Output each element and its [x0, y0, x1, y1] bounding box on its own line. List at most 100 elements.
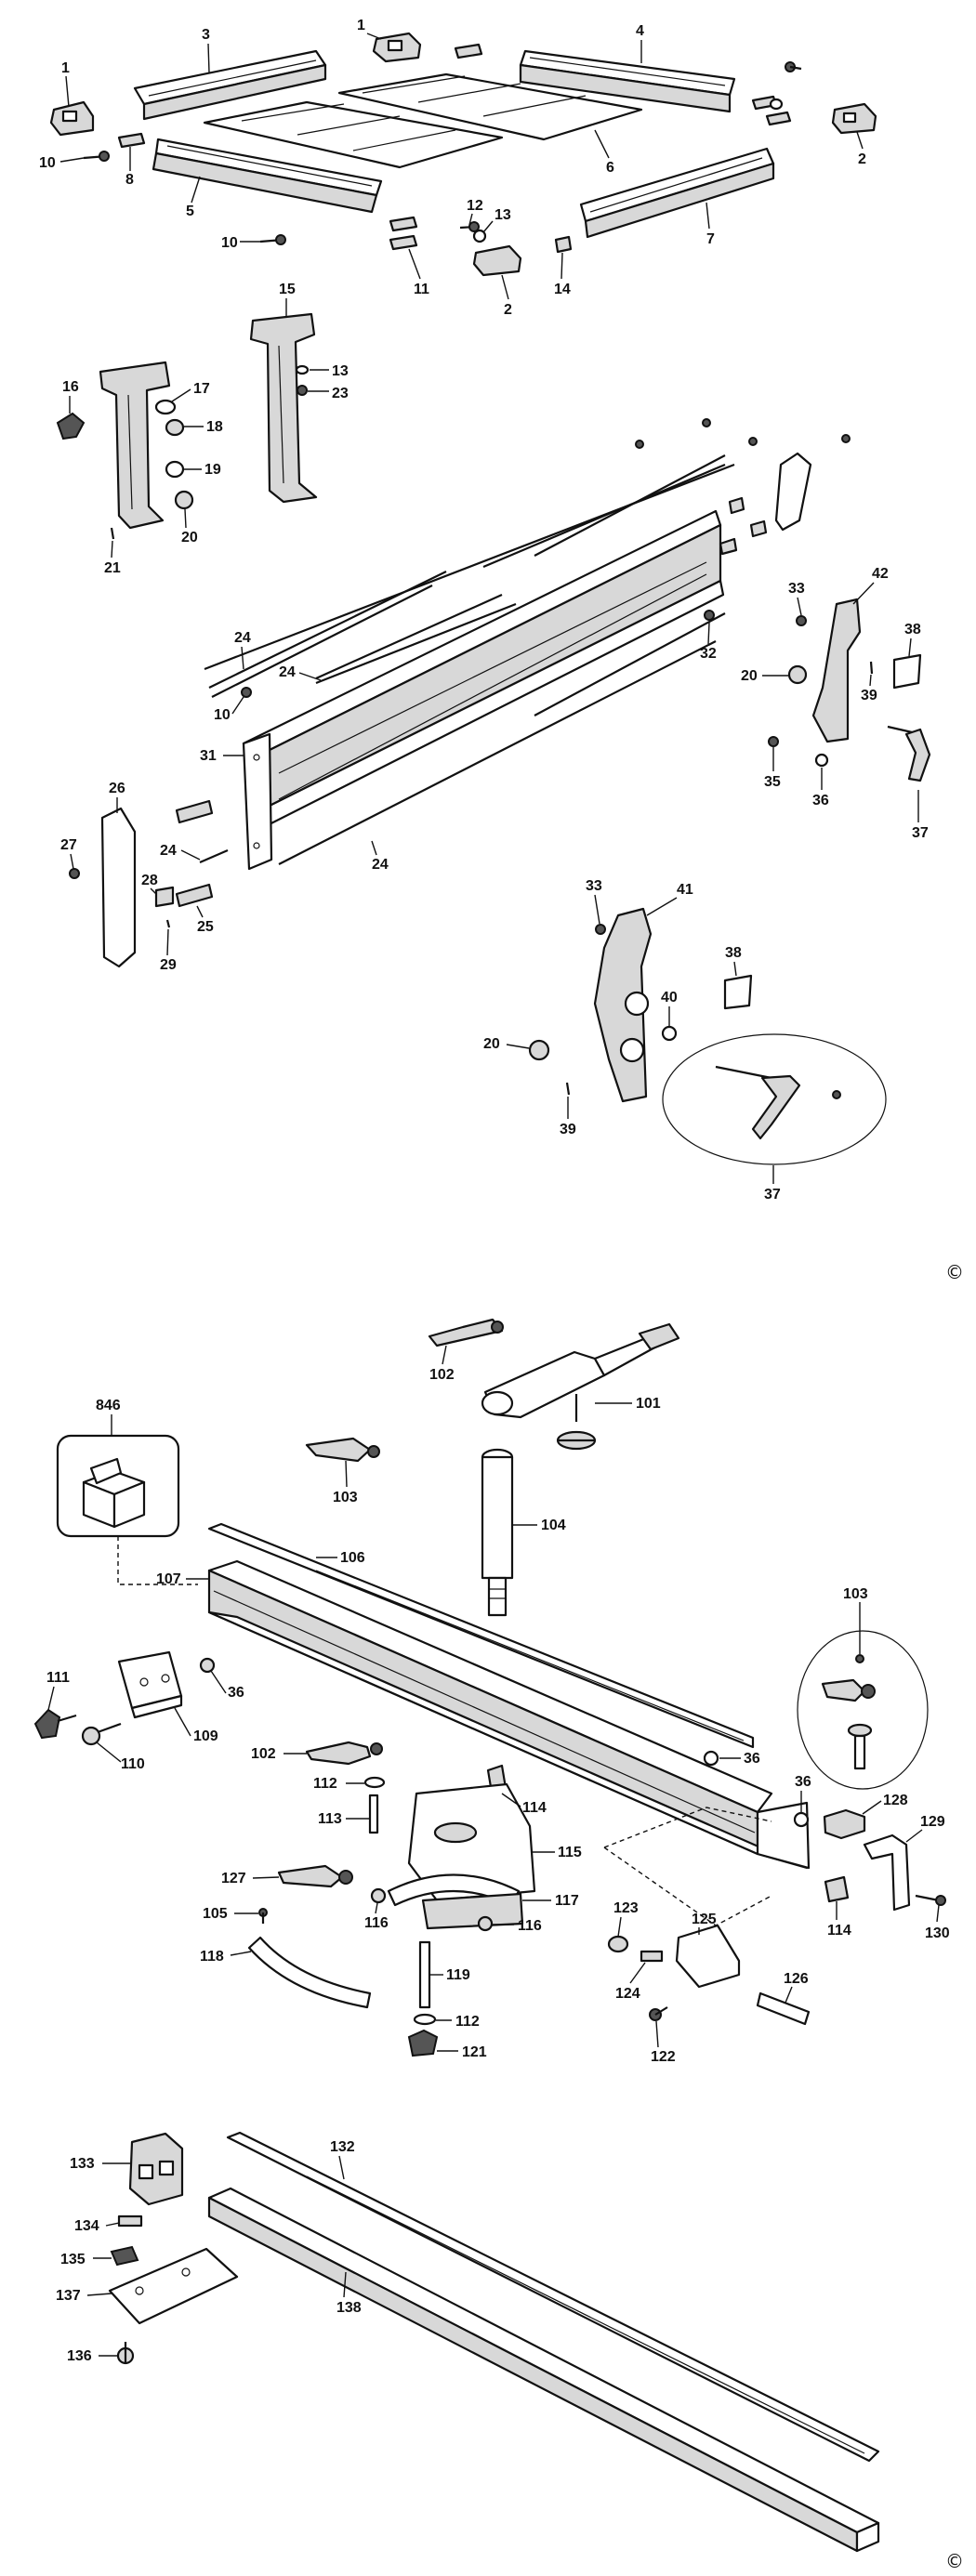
fence-rail-107 [207, 1559, 811, 1870]
screw-122 [649, 2006, 668, 2021]
label-26: 26 [109, 781, 125, 796]
label-35: 35 [764, 774, 781, 790]
label-37b: 37 [764, 1187, 781, 1203]
screw-130 [915, 1894, 946, 1906]
label-20c: 20 [483, 1036, 500, 1052]
label-39a: 39 [861, 688, 877, 703]
corner-bracket-1-top [372, 32, 422, 63]
plate-top [774, 452, 812, 532]
label-33a: 33 [788, 581, 805, 597]
label-2b: 2 [504, 302, 512, 318]
label-40: 40 [661, 990, 678, 1005]
label-119: 119 [446, 1967, 470, 1983]
front-rail-assembly: 133 132 134 135 137 138 136 © [56, 2131, 964, 2572]
leg-and-extension-assembly: 15 13 23 16 17 18 19 20 21 24 24 10 31 2… [56, 282, 964, 1283]
connector-28 [154, 886, 175, 908]
label-33b: 33 [586, 878, 602, 894]
label-17: 17 [193, 381, 210, 397]
connector-14 [554, 235, 573, 254]
rip-fence-assembly: 846 102 101 103 104 106 107 103 111 109 … [33, 1318, 950, 2065]
label-36d: 36 [795, 1774, 811, 1790]
scale-118 [247, 1936, 372, 2009]
washer-112-a [363, 1776, 386, 1789]
label-3: 3 [202, 27, 210, 43]
label-106: 106 [340, 1550, 365, 1566]
block-135 [110, 2245, 139, 2267]
label-103a: 103 [333, 1490, 358, 1505]
corner-bracket-2-bottom [472, 244, 522, 277]
label-117: 117 [555, 1893, 579, 1909]
label-10b: 10 [221, 235, 238, 251]
side-rail-6 [152, 138, 383, 214]
end-plate-31 [242, 732, 273, 871]
connector-11 [389, 216, 418, 251]
clamp-bar-42 [811, 598, 862, 743]
label-107: 107 [156, 1571, 181, 1587]
block-128 [823, 1808, 866, 1840]
label-110: 110 [121, 1756, 145, 1772]
fence-body-115 [387, 1782, 536, 1930]
corner-bracket-1-left [49, 100, 95, 137]
label-38a: 38 [904, 622, 921, 637]
label-36c: 36 [744, 1751, 760, 1767]
lever-37a [887, 725, 931, 782]
label-37a: 37 [912, 825, 929, 841]
copyright-symbol-1: © [945, 1261, 964, 1283]
label-112b: 112 [455, 2014, 480, 2030]
connector-right-group [751, 95, 792, 126]
scale-132 [226, 2131, 880, 2463]
label-28: 28 [141, 873, 158, 888]
label-127: 127 [221, 1871, 246, 1886]
label-24b: 24 [279, 664, 296, 680]
screws-small-top [635, 418, 851, 556]
lever-102-lower [305, 1741, 383, 1766]
label-20a: 20 [181, 530, 198, 545]
dashed-guide-a [603, 1807, 772, 1848]
label-20b: 20 [741, 668, 758, 684]
label-116b: 116 [518, 1918, 542, 1934]
label-138: 138 [336, 2300, 362, 2316]
screw-105 [258, 1908, 268, 1924]
pin-39b [565, 1082, 571, 1096]
knob-111 [33, 1708, 77, 1740]
label-125: 125 [692, 1912, 717, 1927]
detail-ellipse-103 [797, 1630, 929, 1790]
label-42: 42 [872, 566, 889, 582]
table-panel-left [203, 100, 504, 169]
label-5: 7 [706, 231, 715, 247]
label-115: 115 [558, 1845, 582, 1860]
label-2: 2 [858, 151, 866, 167]
nut-116-b [477, 1915, 494, 1932]
extension-rails [204, 454, 735, 865]
lever-102-top [428, 1318, 504, 1347]
screw-12 [459, 221, 480, 232]
label-1b: 1 [357, 18, 365, 33]
label-126: 126 [784, 1971, 809, 1987]
bar-26 [100, 807, 137, 968]
label-112a: 112 [313, 1776, 337, 1792]
detail-ellipse-37 [662, 1033, 887, 1165]
label-18: 18 [206, 419, 223, 435]
label-102b: 102 [251, 1746, 276, 1762]
label-10c: 10 [214, 707, 231, 723]
screw-23 [297, 385, 308, 396]
label-122: 122 [651, 2049, 676, 2065]
bracket-129 [863, 1833, 911, 1912]
nut-36a [814, 753, 829, 768]
label-130: 130 [925, 1925, 950, 1941]
leg-left [99, 361, 171, 530]
washer-17 [154, 399, 177, 415]
pin-126 [756, 1991, 811, 2026]
label-13b: 13 [332, 363, 349, 379]
label-116a: 116 [364, 1915, 389, 1931]
label-24c: 24 [160, 843, 177, 859]
label-137: 137 [56, 2288, 81, 2304]
spring-124 [640, 1950, 664, 1963]
washer-112-b [413, 2013, 437, 2026]
knob-20-right [787, 664, 808, 685]
screw-10-bottom [259, 234, 286, 245]
block-125 [675, 1924, 741, 1989]
table-top-assembly: 1 1 3 4 2 6 8 10 5 10 12 13 11 2 14 7 [39, 18, 877, 318]
lever-127 [277, 1864, 353, 1888]
